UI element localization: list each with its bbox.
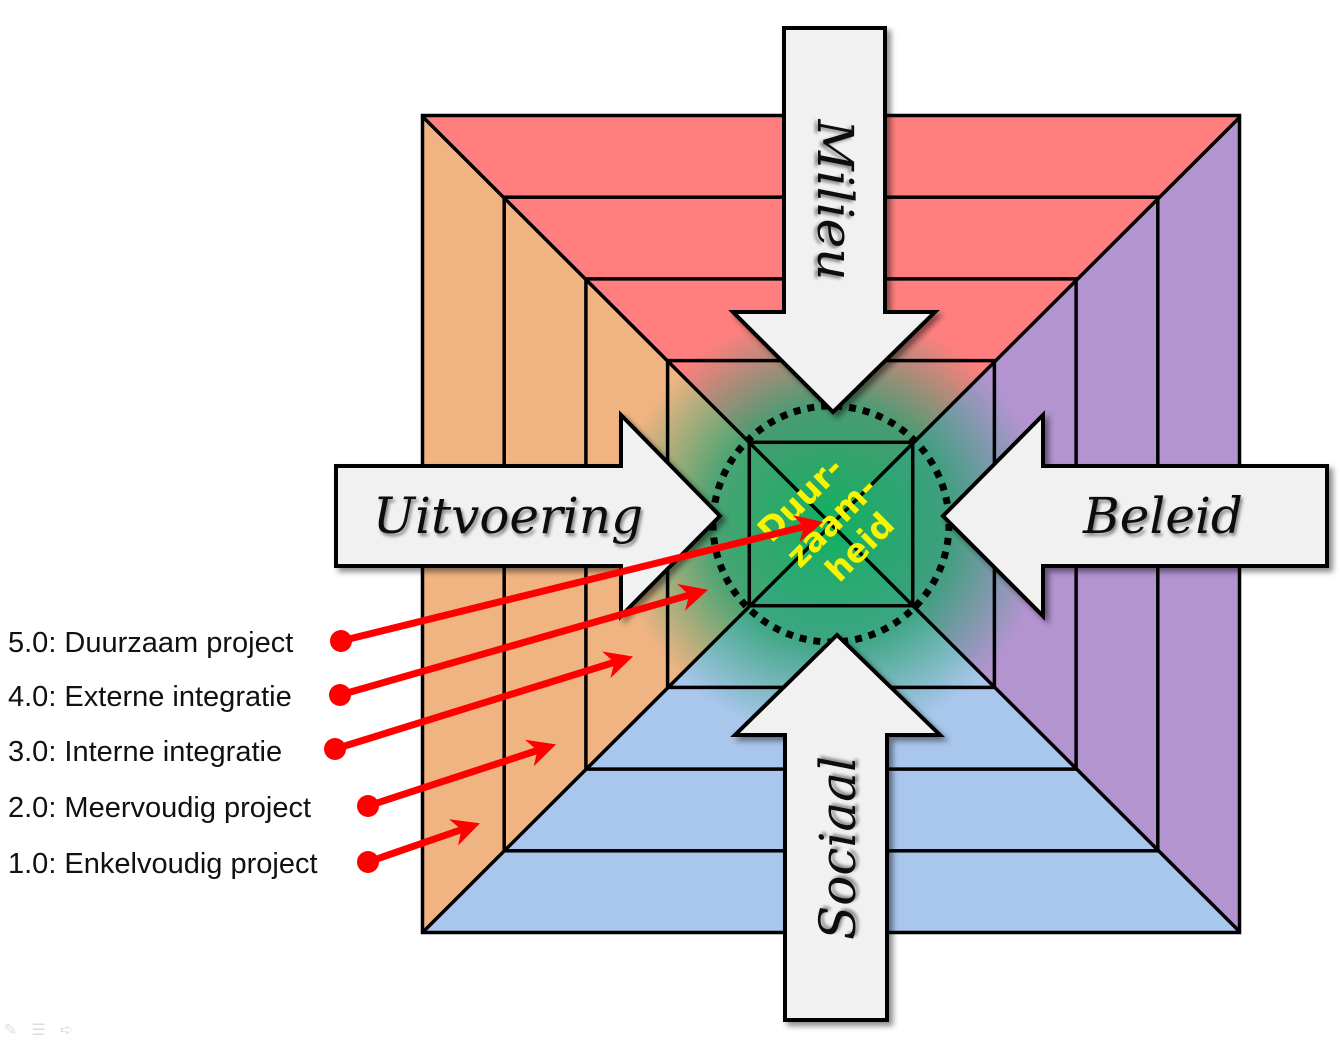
arrow-right-beleid [940, 410, 1329, 621]
slide-toolbar: ✎ ☰ ➪ [4, 1020, 73, 1040]
level-list: 5.0: Duurzaam project 4.0: Externe integ… [8, 515, 824, 880]
level-pointer-arrow [366, 739, 556, 810]
level-pointer-arrow [333, 651, 634, 753]
arrow-label-milieu: Milieu [806, 119, 864, 281]
level-label: 2.0: Meervoudig project [8, 792, 311, 824]
pointer-icon[interactable]: ➪ [59, 1022, 74, 1039]
level-pointer-arrow [340, 515, 824, 645]
arrow-bottom-sociaal [730, 632, 945, 1022]
level-item: 2.0: Meervoudig project [8, 739, 556, 824]
arrow-shape [940, 410, 1329, 621]
level-label: 5.0: Duurzaam project [8, 627, 293, 659]
level-label: 1.0: Enkelvoudig project [8, 848, 318, 880]
arrow-left-uitvoering [334, 410, 723, 621]
arrow-shape [728, 26, 940, 415]
level-item: 4.0: Externe integratie [8, 583, 709, 713]
level-item: 3.0: Interne integratie [8, 651, 634, 768]
pen-icon[interactable]: ✎ [4, 1022, 18, 1039]
notes-icon[interactable]: ☰ [31, 1022, 46, 1039]
level-ring [747, 440, 915, 608]
level-label: 3.0: Interne integratie [8, 736, 282, 768]
level-item: 1.0: Enkelvoudig project [8, 819, 480, 880]
arrow-label-beleid: Beleid [1082, 487, 1243, 545]
diagonal-line [421, 115, 1242, 934]
arrow-label-uitvoering: Uitvoering [373, 487, 643, 545]
level-pointer-arrow [339, 583, 709, 699]
level-pointer-arrow [366, 819, 480, 866]
diagonal-lines [421, 115, 1242, 934]
level-item: 5.0: Duurzaam project [8, 515, 824, 659]
arrow-shape [334, 410, 723, 621]
arrow-shape [730, 632, 945, 1022]
arrow-label-sociaal: Sociaal [809, 756, 867, 940]
level-label: 4.0: Externe integratie [8, 681, 292, 713]
arrow-top-milieu [728, 26, 940, 415]
